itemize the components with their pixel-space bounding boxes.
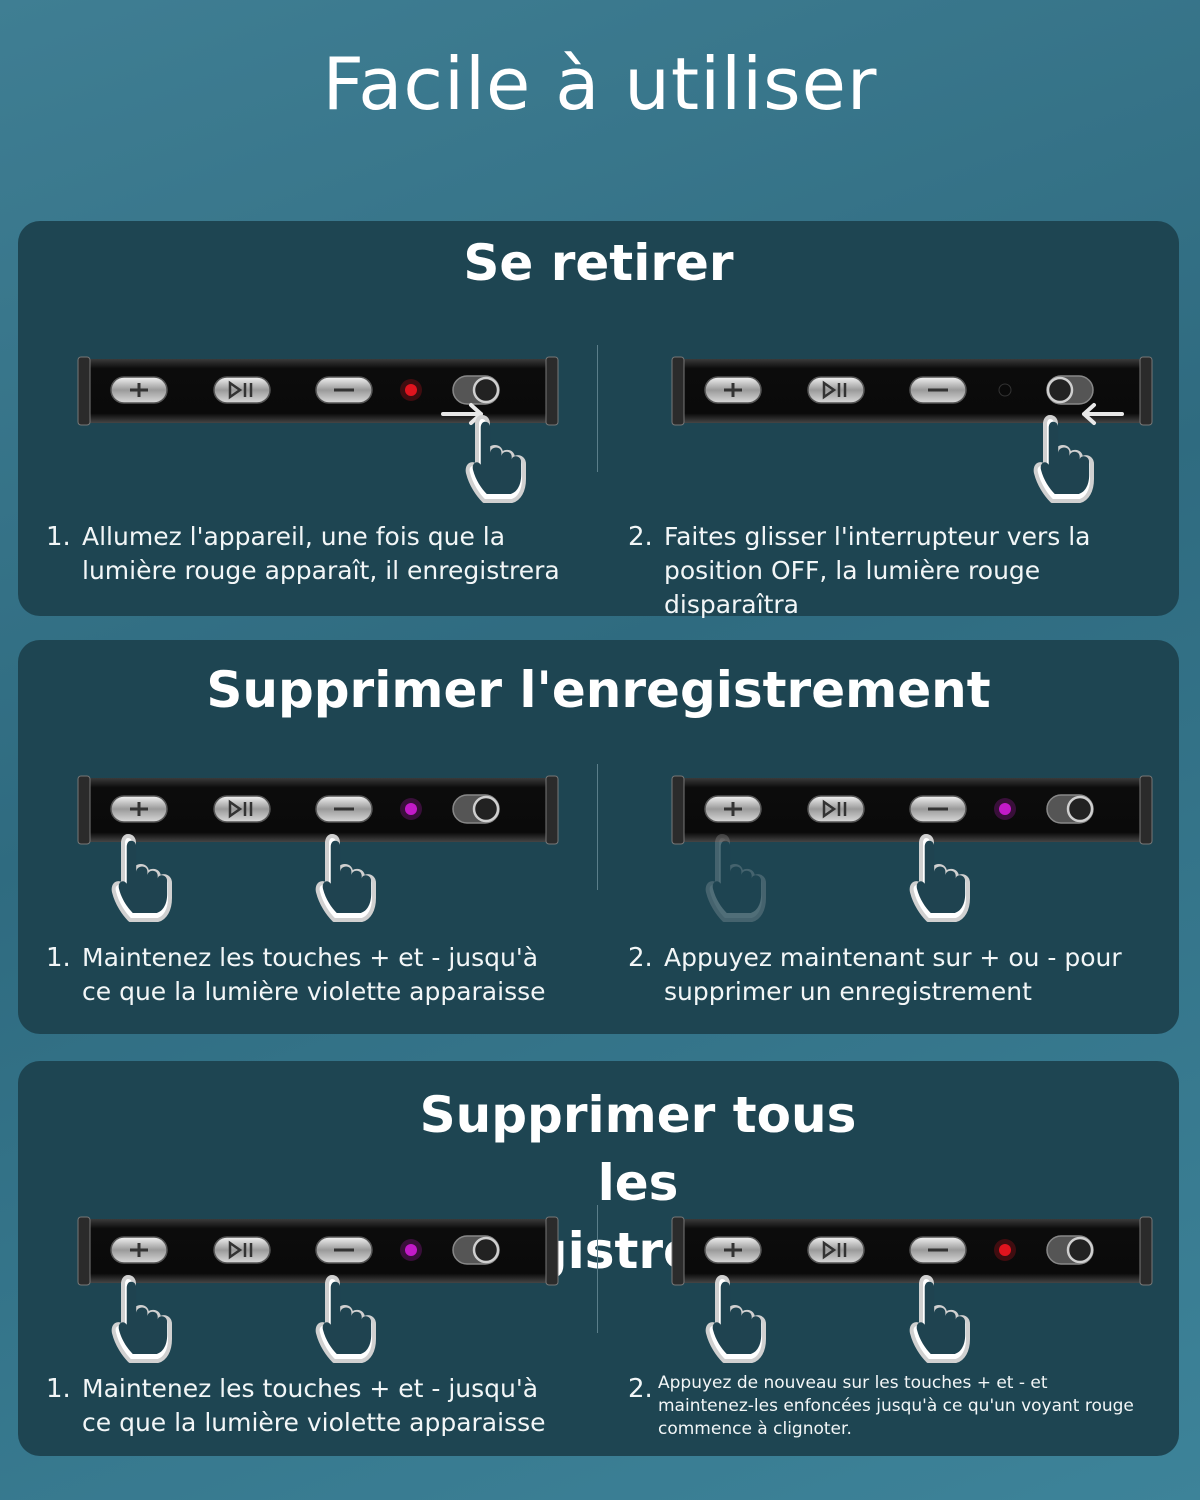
step-number: 1. <box>46 1374 71 1404</box>
plus-icon <box>130 802 148 816</box>
divider <box>597 345 598 472</box>
device-illustration <box>77 1216 559 1363</box>
step-number: 2. <box>628 943 653 973</box>
minus-button <box>315 376 373 404</box>
device-illustration <box>77 356 559 503</box>
power-switch <box>452 375 500 405</box>
plus-button <box>704 795 762 823</box>
step-number: 1. <box>46 522 71 552</box>
pointing-hand-icon <box>315 1275 376 1363</box>
plus-icon <box>130 1243 148 1257</box>
indicator-light <box>998 383 1012 397</box>
play-pause-icon <box>822 799 847 819</box>
plus-icon <box>724 383 742 397</box>
device-end-cap <box>545 356 559 426</box>
power-switch <box>1046 375 1094 405</box>
step-item: 1. Maintenez les touches + et - jusqu'à … <box>46 941 566 1009</box>
step-number: 2. <box>628 1374 653 1404</box>
indicator-light <box>405 803 417 815</box>
slide-arrow-icon <box>1082 403 1124 425</box>
indicator-light <box>405 384 417 396</box>
pointing-hand-icon <box>465 415 526 503</box>
step-number: 2. <box>628 522 653 552</box>
minus-button <box>909 795 967 823</box>
step-text: Maintenez les touches + et - jusqu'à ce … <box>82 943 546 1006</box>
section-power-off: Se retirer 1. Allumez l'appareil, une fo… <box>18 221 1179 619</box>
device-illustration <box>77 775 559 922</box>
page-title: Facile à utiliser <box>322 42 878 126</box>
device-end-cap <box>671 356 685 426</box>
plus-icon <box>724 802 742 816</box>
play-pause-icon <box>228 380 253 400</box>
divider <box>597 1205 598 1333</box>
pointing-hand-icon <box>1033 415 1094 503</box>
divider <box>597 764 598 890</box>
indicator-light <box>999 1244 1011 1256</box>
indicator-light <box>405 1244 417 1256</box>
section-delete-all: Supprimer tous les enregistrements 1. Ma… <box>18 1061 1179 1456</box>
play-pause-icon <box>822 380 847 400</box>
step-text: Faites glisser l'interrupteur vers la po… <box>664 522 1091 619</box>
pointing-hand-icon <box>909 1275 970 1363</box>
minus-button <box>909 376 967 404</box>
play-pause-button <box>807 1236 865 1264</box>
plus-button <box>110 1236 168 1264</box>
plus-button <box>704 376 762 404</box>
play-pause-button <box>213 376 271 404</box>
power-switch <box>452 794 500 824</box>
step-text: Allumez l'appareil, une fois que la lumi… <box>82 522 560 585</box>
play-pause-button <box>213 1236 271 1264</box>
play-pause-button <box>213 795 271 823</box>
slide-arrow-icon <box>441 403 483 425</box>
pointing-hand-icon <box>315 834 376 922</box>
minus-button <box>315 1236 373 1264</box>
pointing-hand-icon <box>705 1275 766 1363</box>
section-title: Supprimer l'enregistrement <box>206 661 991 719</box>
step-item: 2. Faites glisser l'interrupteur vers la… <box>628 520 1163 622</box>
plus-button <box>110 795 168 823</box>
step-text: Appuyez maintenant sur + ou - pour suppr… <box>664 943 1122 1006</box>
minus-button <box>315 795 373 823</box>
pointing-hand-icon <box>111 1275 172 1363</box>
play-pause-icon <box>822 1240 847 1260</box>
step-item: 2. Appuyez maintenant sur + ou - pour su… <box>628 941 1163 1009</box>
play-pause-button <box>807 795 865 823</box>
power-switch <box>1046 794 1094 824</box>
play-pause-icon <box>228 799 253 819</box>
pointing-hand-icon <box>705 834 766 922</box>
section-delete-one: Supprimer l'enregistrement 1. Maintenez … <box>18 640 1179 1034</box>
power-switch <box>452 1235 500 1265</box>
plus-icon <box>724 1243 742 1257</box>
device-end-cap <box>77 775 91 845</box>
step-text: Appuyez de nouveau sur les touches + et … <box>658 1373 1134 1439</box>
step-item: 1. Maintenez les touches + et - jusqu'à … <box>46 1372 566 1440</box>
device-end-cap <box>545 775 559 845</box>
device-end-cap <box>1139 775 1153 845</box>
section-title: Se retirer <box>463 234 734 292</box>
step-number: 1. <box>46 943 71 973</box>
step-item: 2. Appuyez de nouveau sur les touches + … <box>628 1372 1148 1441</box>
device-end-cap <box>1139 356 1153 426</box>
device-end-cap <box>671 1216 685 1286</box>
step-text: Maintenez les touches + et - jusqu'à ce … <box>82 1374 546 1437</box>
minus-button <box>909 1236 967 1264</box>
play-pause-icon <box>228 1240 253 1260</box>
device-illustration <box>671 775 1153 922</box>
plus-icon <box>130 383 148 397</box>
device-end-cap <box>77 356 91 426</box>
power-switch <box>1046 1235 1094 1265</box>
play-pause-button <box>807 376 865 404</box>
device-end-cap <box>545 1216 559 1286</box>
step-item: 1. Allumez l'appareil, une fois que la l… <box>46 520 566 588</box>
plus-button <box>704 1236 762 1264</box>
indicator-light <box>999 803 1011 815</box>
device-end-cap <box>1139 1216 1153 1286</box>
device-illustration <box>671 356 1153 503</box>
pointing-hand-icon <box>111 834 172 922</box>
device-illustration <box>671 1216 1153 1363</box>
pointing-hand-icon <box>909 834 970 922</box>
device-end-cap <box>77 1216 91 1286</box>
device-end-cap <box>671 775 685 845</box>
plus-button <box>110 376 168 404</box>
